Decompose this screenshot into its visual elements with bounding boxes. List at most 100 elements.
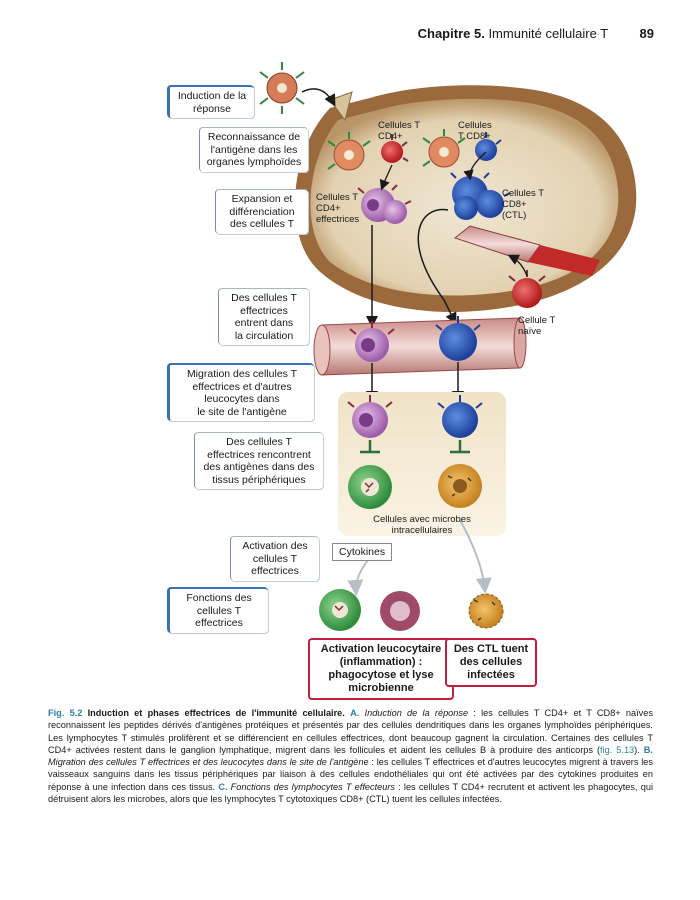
effector-cd8-ctl-icon xyxy=(437,395,483,438)
part-c-letter: C. xyxy=(218,781,228,792)
dendritic-cell-icon xyxy=(259,62,305,114)
chapter-number: Chapitre 5. xyxy=(417,26,485,41)
step-line: Reconnaissance de xyxy=(207,131,301,143)
lysed-microbe-cell-icon xyxy=(380,591,420,631)
step-functions-label: Fonctions des cellules T effectrices xyxy=(167,587,268,633)
killed-infected-cell-icon xyxy=(468,593,504,629)
part-a-letter: A. xyxy=(350,708,360,718)
part-c-text: : les cellules T CD4+ recrutent et activ… xyxy=(48,781,653,805)
step-induction-label: Induction de la réponse xyxy=(167,85,254,118)
effector-cd4-t-cell-icon xyxy=(357,184,412,224)
infected-cell-icon xyxy=(438,464,482,508)
part-a-end: ). xyxy=(634,744,640,755)
step-line: tissus périphériques xyxy=(212,473,306,486)
part-b-text: : les cellules T effectrices et d'autres… xyxy=(48,757,653,792)
step-line: l'antigène dans les xyxy=(210,143,298,156)
effector-cd4-t-cell-icon xyxy=(347,395,393,438)
naive-t-cell-icon xyxy=(508,270,546,308)
part-a-title: Induction de la réponse xyxy=(364,708,469,718)
outcome-line: des cellules xyxy=(459,656,523,668)
outcome-line: microbienne xyxy=(348,682,414,694)
dendritic-cell-icon xyxy=(327,132,371,171)
cd4-eff-label-line: effectrices xyxy=(316,214,359,225)
step-line: Des cellules T xyxy=(231,292,297,304)
effector-cd8-ctl-icon xyxy=(435,316,481,361)
cd4-label-line: Cellules T xyxy=(378,120,420,131)
outcome-line: Activation leucocytaire xyxy=(320,643,442,655)
outcome-line: (inflammation) : xyxy=(339,656,423,668)
figure-caption: Fig. 5.2 Induction et phases effectrices… xyxy=(48,707,653,805)
step-circulation-label: Des cellules T effectrices entrent dans … xyxy=(218,288,309,345)
step-line: Fonctions des xyxy=(186,592,252,604)
naive-cd8-t-cell-icon xyxy=(475,132,502,161)
cd4-eff-label-line: Cellules T xyxy=(316,192,358,203)
cd8-label-line: T CD8+ xyxy=(458,131,491,142)
figure-number: Fig. 5.2 xyxy=(48,708,83,718)
microbes-label: Cellules avec microbes intracellulaires xyxy=(373,514,471,536)
step-line: Des cellules T xyxy=(226,436,292,448)
naive-label-line: Cellule T xyxy=(518,315,556,326)
step-line: différenciation xyxy=(229,205,295,218)
leukocyte-activation-outcome: Activation leucocytaire (inflammation) :… xyxy=(308,638,454,700)
step-line: la circulation xyxy=(234,329,294,342)
page-number: 89 xyxy=(639,26,654,41)
outcome-line: infectées xyxy=(467,669,515,681)
step-migration-label: Migration des cellules T effectrices et … xyxy=(167,363,314,421)
ctl-label-line: (CTL) xyxy=(502,210,526,221)
part-b-letter: B. xyxy=(643,744,653,755)
step-line: leucocytes dans xyxy=(204,393,280,405)
step-line: des cellules T xyxy=(229,218,294,230)
microbes-label-line: Cellules avec microbes xyxy=(373,514,471,525)
figure-reference-link[interactable]: fig. 5.13 xyxy=(600,744,635,755)
cd4-eff-label-line: CD4+ xyxy=(316,203,341,214)
dendritic-cell-icon xyxy=(422,129,466,168)
part-c-title: Fonctions des lymphocytes T effecteurs xyxy=(230,781,396,792)
step-activation-label: Activation des cellules T effectrices xyxy=(230,536,319,581)
blood-vessel xyxy=(313,317,527,376)
step-line: Migration des cellules T xyxy=(186,368,298,380)
step-line: organes lymphoïdes xyxy=(206,156,302,168)
outcome-line: Des CTL tuent xyxy=(453,643,529,655)
part-a-text: : les cellules T CD4+ et T CD8+ naïves r… xyxy=(48,708,653,755)
outcome-line: phagocytose et lyse xyxy=(328,669,434,681)
effector-cd4-t-cell-icon xyxy=(349,321,395,362)
figure-title: Induction et phases effectrices de l'imm… xyxy=(87,708,345,718)
step-line: Induction de la xyxy=(177,90,247,102)
effector-cd8-ctl-icon xyxy=(450,172,511,220)
cd8-label-line: Cellules xyxy=(458,120,492,131)
naive-t-cell-label: Cellule T naïve xyxy=(518,315,556,337)
ctl-label-line: CD8+ xyxy=(502,199,527,210)
step-encounter-label: Des cellules T effectrices rencontrent d… xyxy=(194,432,323,489)
step-line: entrent dans xyxy=(234,317,294,329)
ctl-kill-outcome: Des CTL tuent des cellules infectées xyxy=(445,638,537,687)
ctl-label-line: Cellules T xyxy=(502,188,544,199)
step-antigen-recognition-label: Reconnaissance de l'antigène dans les or… xyxy=(199,127,308,172)
effector-cd4-label: Cellules T CD4+ effectrices xyxy=(316,192,359,225)
chapter-title: Immunité cellulaire T xyxy=(488,26,608,41)
part-b-title: Migration des cellules T effectrices et … xyxy=(48,757,369,768)
step-line: Activation des xyxy=(242,540,308,552)
activated-macrophage-icon xyxy=(319,589,361,631)
step-line: réponse xyxy=(193,102,231,115)
naive-cd4-t-cell-icon xyxy=(381,134,409,163)
step-line: cellules T xyxy=(252,552,298,565)
cytokines-label: Cytokines xyxy=(332,543,393,561)
cd8-t-cells-label: Cellules T CD8+ xyxy=(458,120,492,142)
step-line: des antigènes dans des xyxy=(203,461,315,473)
step-line: effectrices rencontrent xyxy=(207,448,311,461)
naive-label-line: naïve xyxy=(518,326,541,337)
figure-illustration: Cellules T CD4+ Cellules T CD8+ Cellules… xyxy=(259,62,637,631)
page-header: Chapitre 5. Immunité cellulaire T 89 xyxy=(418,26,654,41)
step-line: le site de l'antigène xyxy=(197,405,287,418)
step-line: cellules T xyxy=(196,604,242,617)
cd4-t-cells-label: Cellules T CD4+ xyxy=(378,120,420,142)
step-line: effectrices xyxy=(251,565,299,577)
step-line: Expansion et xyxy=(231,193,293,205)
microbes-label-line: intracellulaires xyxy=(392,525,453,536)
step-line: effectrices et d'autres xyxy=(192,380,292,393)
infected-macrophage-icon xyxy=(348,465,392,509)
ctl-label: Cellules T CD8+ (CTL) xyxy=(502,188,544,221)
cd4-label-line: CD4+ xyxy=(378,131,403,142)
step-expansion-label: Expansion et différenciation des cellule… xyxy=(215,189,308,234)
step-line: effectrices xyxy=(195,617,243,629)
